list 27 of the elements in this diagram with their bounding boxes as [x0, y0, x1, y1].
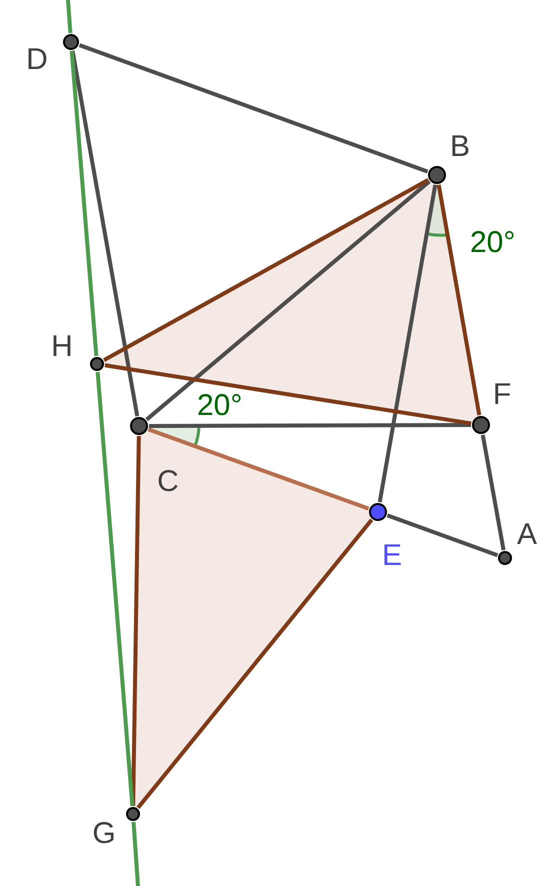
line-segment — [78, 43, 428, 174]
line-segment — [70, 50, 140, 416]
line-segment — [148, 428, 370, 510]
line-segment — [480, 434, 506, 550]
line-segment — [136, 518, 374, 810]
angle-label: 20° — [470, 228, 516, 258]
angle-label: 20° — [197, 391, 242, 421]
point-label: G — [92, 819, 116, 849]
line-segment — [104, 363, 472, 426]
point-label: D — [26, 45, 48, 75]
line-segment — [149, 423, 471, 428]
line-segment — [386, 514, 498, 558]
line-segment — [70, 50, 98, 356]
line-segment — [436, 184, 482, 416]
line-segment — [103, 178, 430, 362]
point-label: H — [51, 332, 73, 362]
point-label: B — [450, 132, 470, 162]
line-segment — [378, 184, 438, 502]
line-segment — [132, 822, 140, 886]
line-segment — [66, 0, 72, 34]
point-label: E — [382, 541, 402, 571]
line-segment — [145, 180, 431, 422]
point-label: A — [517, 520, 537, 550]
point-label: F — [492, 380, 512, 410]
line-segment — [96, 372, 134, 806]
point-label: C — [157, 467, 179, 497]
line-segment — [131, 436, 141, 806]
